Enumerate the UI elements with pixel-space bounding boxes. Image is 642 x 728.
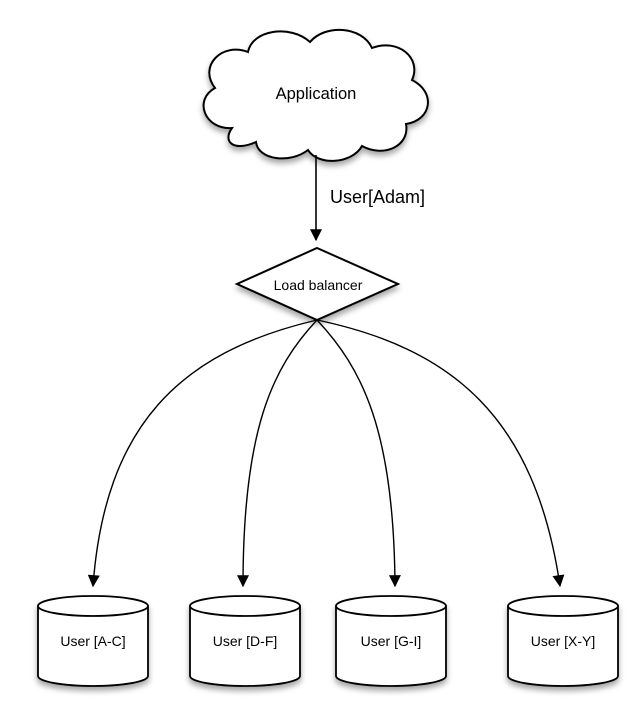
cloud-shape-icon xyxy=(202,29,429,162)
application-node: Application xyxy=(202,29,429,162)
cylinder-top-icon xyxy=(507,595,619,617)
database-node-1: User [A-C] xyxy=(37,595,149,687)
cylinder-top-icon xyxy=(37,595,149,617)
cylinder-top-icon xyxy=(335,595,447,617)
database-node-4: User [X-Y] xyxy=(507,595,619,687)
application-label: Application xyxy=(276,85,357,103)
database-node-3: User [G-I] xyxy=(335,595,447,687)
edge-line-lb-to-db-3 xyxy=(316,319,401,588)
cylinder-body-icon xyxy=(335,606,447,687)
cylinder-body-icon xyxy=(189,606,301,687)
edge-label-user-adam: User[Adam] xyxy=(330,187,425,207)
edges-lb-to-databases xyxy=(87,319,565,588)
edge-line-lb-to-db-1 xyxy=(87,319,318,588)
database-label: User [A-C] xyxy=(60,633,125,649)
database-label: User [X-Y] xyxy=(531,633,596,649)
load-balancer-label: Load balancer xyxy=(274,277,363,293)
load-balancer-node: Load balancer xyxy=(234,246,401,322)
cylinder-body-icon xyxy=(507,606,619,687)
database-label: User [D-F] xyxy=(213,633,278,649)
edge-line-lb-to-db-4 xyxy=(316,319,565,588)
cylinder-top-icon xyxy=(189,595,301,617)
database-node-2: User [D-F] xyxy=(189,595,301,687)
edge-line-lb-to-db-2 xyxy=(237,319,318,588)
cylinder-body-icon xyxy=(37,606,149,687)
database-label: User [G-I] xyxy=(361,633,422,649)
edge-app-to-lb: User[Adam] xyxy=(310,155,425,242)
